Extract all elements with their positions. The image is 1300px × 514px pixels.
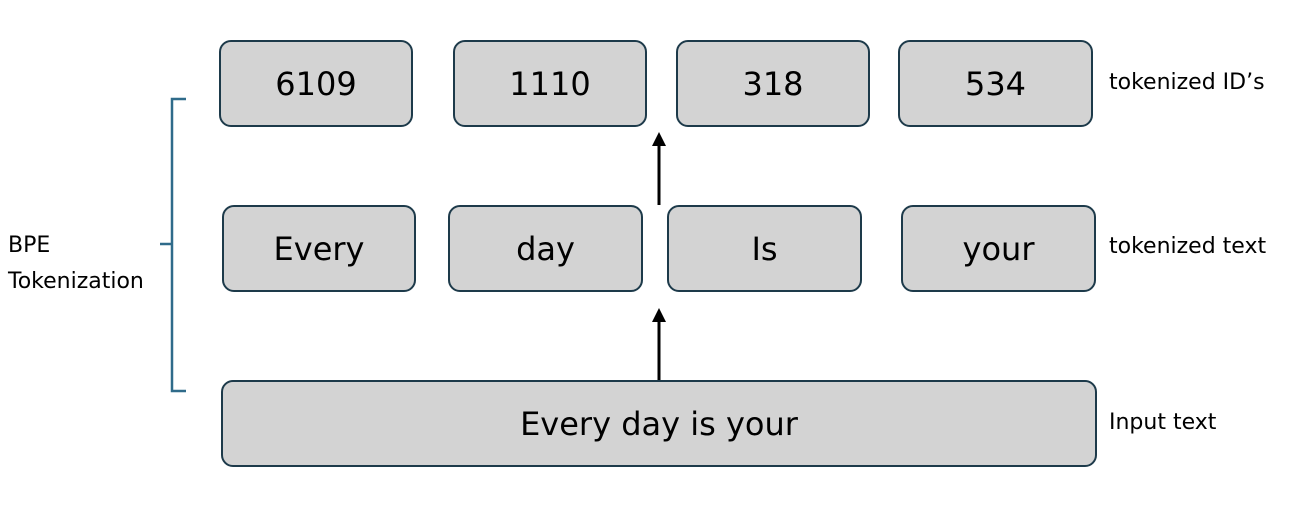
token-id-box: 6109 [219,40,413,127]
bpe-label-line1: BPE [8,233,51,258]
input-text-box: Every day is your [221,380,1097,467]
token-text-box: Every [222,205,416,292]
token-text-box: your [901,205,1096,292]
token-text-box: day [448,205,643,292]
bpe-label-line2: Tokenization [8,269,144,294]
token-id-box: 534 [898,40,1093,127]
arrow-input-to-text [652,308,666,380]
row-label-input-text: Input text [1109,410,1217,435]
bpe-tokenization-label: BPE Tokenization [8,228,144,300]
token-id-box: 318 [676,40,870,127]
row-label-token-ids: tokenized ID’s [1109,70,1265,95]
row-label-tokenized-text: tokenized text [1109,234,1267,259]
token-text-box: Is [667,205,862,292]
token-id-box: 1110 [453,40,647,127]
bpe-bracket [160,97,186,393]
arrow-text-to-ids [652,132,666,205]
